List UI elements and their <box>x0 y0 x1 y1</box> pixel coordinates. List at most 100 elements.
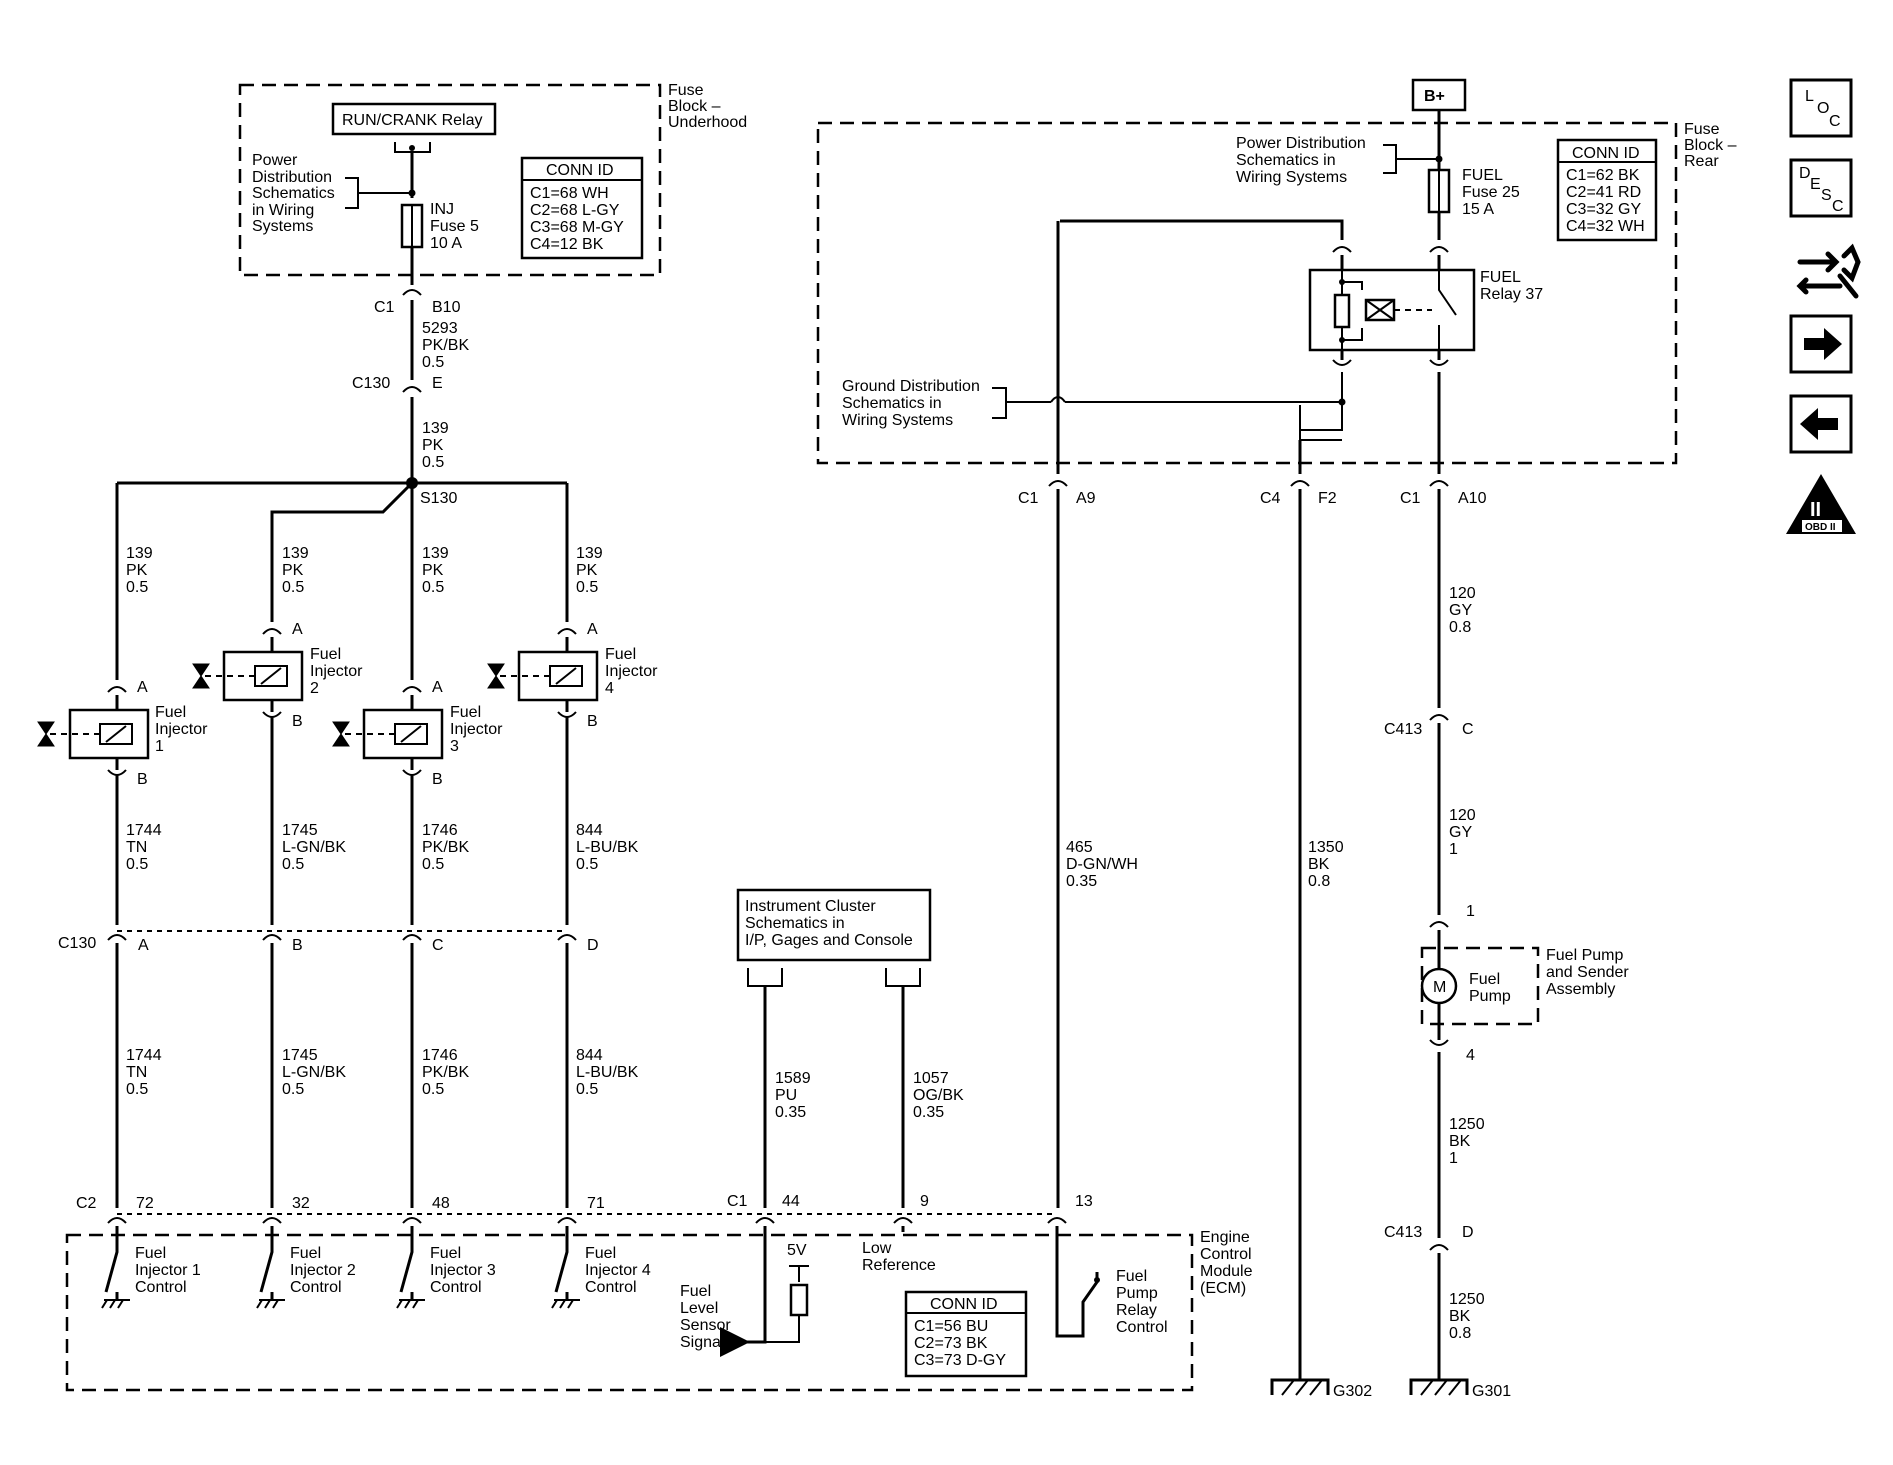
svg-text:0.5: 0.5 <box>126 856 148 873</box>
connector-tool-button[interactable] <box>1796 243 1861 299</box>
svg-text:13: 13 <box>1075 1193 1093 1210</box>
svg-text:0.5: 0.5 <box>576 856 598 873</box>
svg-text:Fuel: Fuel <box>585 1245 616 1262</box>
fuel-fuse-25: FUEL Fuse 25 15 A <box>1427 167 1520 218</box>
svg-text:0.35: 0.35 <box>1066 873 1097 890</box>
svg-text:139: 139 <box>422 420 449 437</box>
ground-g301: G301 <box>1409 1378 1511 1400</box>
connector-c2-ecm: C2 72 32 48 71 <box>76 1195 1057 1224</box>
ecm-module: Engine Control Module (ECM) <box>65 1229 1253 1392</box>
svg-text:Fuse 5: Fuse 5 <box>430 218 479 235</box>
svg-text:L: L <box>1805 88 1814 105</box>
svg-text:1057: 1057 <box>913 1070 949 1087</box>
svg-text:CONN ID: CONN ID <box>930 1296 998 1313</box>
svg-text:1: 1 <box>1449 841 1458 858</box>
svg-text:32: 32 <box>292 1195 310 1212</box>
svg-text:0.5: 0.5 <box>282 856 304 873</box>
obd-ii-button[interactable]: II OBD II <box>1786 474 1856 534</box>
description-button[interactable]: D E S C <box>1789 158 1853 218</box>
svg-text:0.8: 0.8 <box>1449 1325 1471 1342</box>
svg-text:Underhood: Underhood <box>668 114 747 131</box>
svg-text:844: 844 <box>576 822 603 839</box>
svg-text:PU: PU <box>775 1087 797 1104</box>
svg-text:A: A <box>138 937 149 954</box>
svg-text:Control: Control <box>290 1279 342 1296</box>
svg-text:C1=56 BU: C1=56 BU <box>914 1318 988 1335</box>
svg-text:C3=68 M-GY: C3=68 M-GY <box>530 219 624 236</box>
svg-text:(ECM): (ECM) <box>1200 1280 1246 1297</box>
svg-text:A9: A9 <box>1076 490 1096 507</box>
svg-text:D: D <box>1799 165 1811 182</box>
svg-text:PK: PK <box>576 562 598 579</box>
svg-text:4: 4 <box>605 680 614 697</box>
svg-text:Injector: Injector <box>450 721 503 738</box>
svg-text:C413: C413 <box>1384 1224 1422 1241</box>
b-plus-terminal: B+ <box>1411 78 1467 170</box>
svg-text:E: E <box>1810 176 1821 193</box>
svg-text:Block –: Block – <box>668 98 721 115</box>
svg-text:M: M <box>1433 979 1446 996</box>
svg-text:Injector 1: Injector 1 <box>135 1262 201 1279</box>
fuel-relay-37: FUEL Relay 37 <box>1308 268 1543 352</box>
fuel-injector-2: A B Fuel Injector 2 <box>192 621 363 730</box>
svg-text:0.5: 0.5 <box>422 856 444 873</box>
svg-text:0.5: 0.5 <box>576 1081 598 1098</box>
svg-text:C1: C1 <box>1400 490 1421 507</box>
svg-text:72: 72 <box>136 1195 154 1212</box>
svg-text:A10: A10 <box>1458 490 1487 507</box>
svg-text:1: 1 <box>1449 1150 1458 1167</box>
svg-text:139: 139 <box>126 545 153 562</box>
svg-text:C2: C2 <box>76 1195 97 1212</box>
next-button[interactable] <box>1789 314 1853 374</box>
ground-distribution-ref: Ground Distribution Schematics in Wiring… <box>842 378 1346 429</box>
svg-text:1744: 1744 <box>126 822 162 839</box>
svg-text:1350: 1350 <box>1308 839 1344 856</box>
svg-text:A: A <box>137 679 148 696</box>
svg-text:C1: C1 <box>1018 490 1039 507</box>
svg-text:B: B <box>432 771 443 788</box>
svg-text:1250: 1250 <box>1449 1116 1485 1133</box>
power-distribution-ref-right: Power Distribution Schematics in Wiring … <box>1236 135 1443 186</box>
svg-text:C4: C4 <box>1260 490 1281 507</box>
svg-text:Fuel: Fuel <box>450 704 481 721</box>
svg-text:Power: Power <box>252 152 298 169</box>
svg-text:Control: Control <box>1116 1319 1168 1336</box>
svg-text:0.5: 0.5 <box>422 354 444 371</box>
svg-text:C1: C1 <box>374 299 395 316</box>
svg-text:1745: 1745 <box>282 822 318 839</box>
svg-text:BK: BK <box>1449 1133 1471 1150</box>
svg-text:L-GN/BK: L-GN/BK <box>282 1064 346 1081</box>
location-button[interactable]: L O C <box>1789 78 1853 138</box>
svg-text:0.5: 0.5 <box>422 579 444 596</box>
svg-text:10 A: 10 A <box>430 235 462 252</box>
svg-text:1589: 1589 <box>775 1070 811 1087</box>
svg-text:C130: C130 <box>58 935 96 952</box>
svg-text:D: D <box>1462 1224 1474 1241</box>
svg-text:0.35: 0.35 <box>913 1104 944 1121</box>
svg-text:PK: PK <box>422 437 444 454</box>
svg-text:Fuel: Fuel <box>290 1245 321 1262</box>
svg-text:Systems: Systems <box>252 218 313 235</box>
svg-text:PK/BK: PK/BK <box>422 839 469 856</box>
svg-text:C413: C413 <box>1384 721 1422 738</box>
injector-valve-icon <box>332 721 350 747</box>
svg-text:1746: 1746 <box>422 1047 458 1064</box>
svg-text:Fuse: Fuse <box>1684 121 1720 138</box>
svg-text:C2=73 BK: C2=73 BK <box>914 1335 988 1352</box>
svg-text:139: 139 <box>422 545 449 562</box>
previous-button[interactable] <box>1789 394 1853 454</box>
fuse-block-rear: Fuse Block – Rear <box>816 121 1737 465</box>
fuel-pump-sender-assembly: M Fuel Pump Fuel Pump and Sender Assembl… <box>1420 930 1629 1040</box>
svg-text:Schematics in: Schematics in <box>842 395 942 412</box>
svg-text:G302: G302 <box>1333 1383 1372 1400</box>
svg-text:2: 2 <box>310 680 319 697</box>
svg-text:C3=32 GY: C3=32 GY <box>1566 201 1641 218</box>
svg-text:Fuse 25: Fuse 25 <box>1462 184 1520 201</box>
injector-valve-icon <box>192 663 210 689</box>
svg-text:1744: 1744 <box>126 1047 162 1064</box>
svg-text:Pump: Pump <box>1116 1285 1158 1302</box>
svg-text:A: A <box>432 679 443 696</box>
svg-text:Power Distribution: Power Distribution <box>1236 135 1366 152</box>
svg-text:C1=68 WH: C1=68 WH <box>530 185 609 202</box>
